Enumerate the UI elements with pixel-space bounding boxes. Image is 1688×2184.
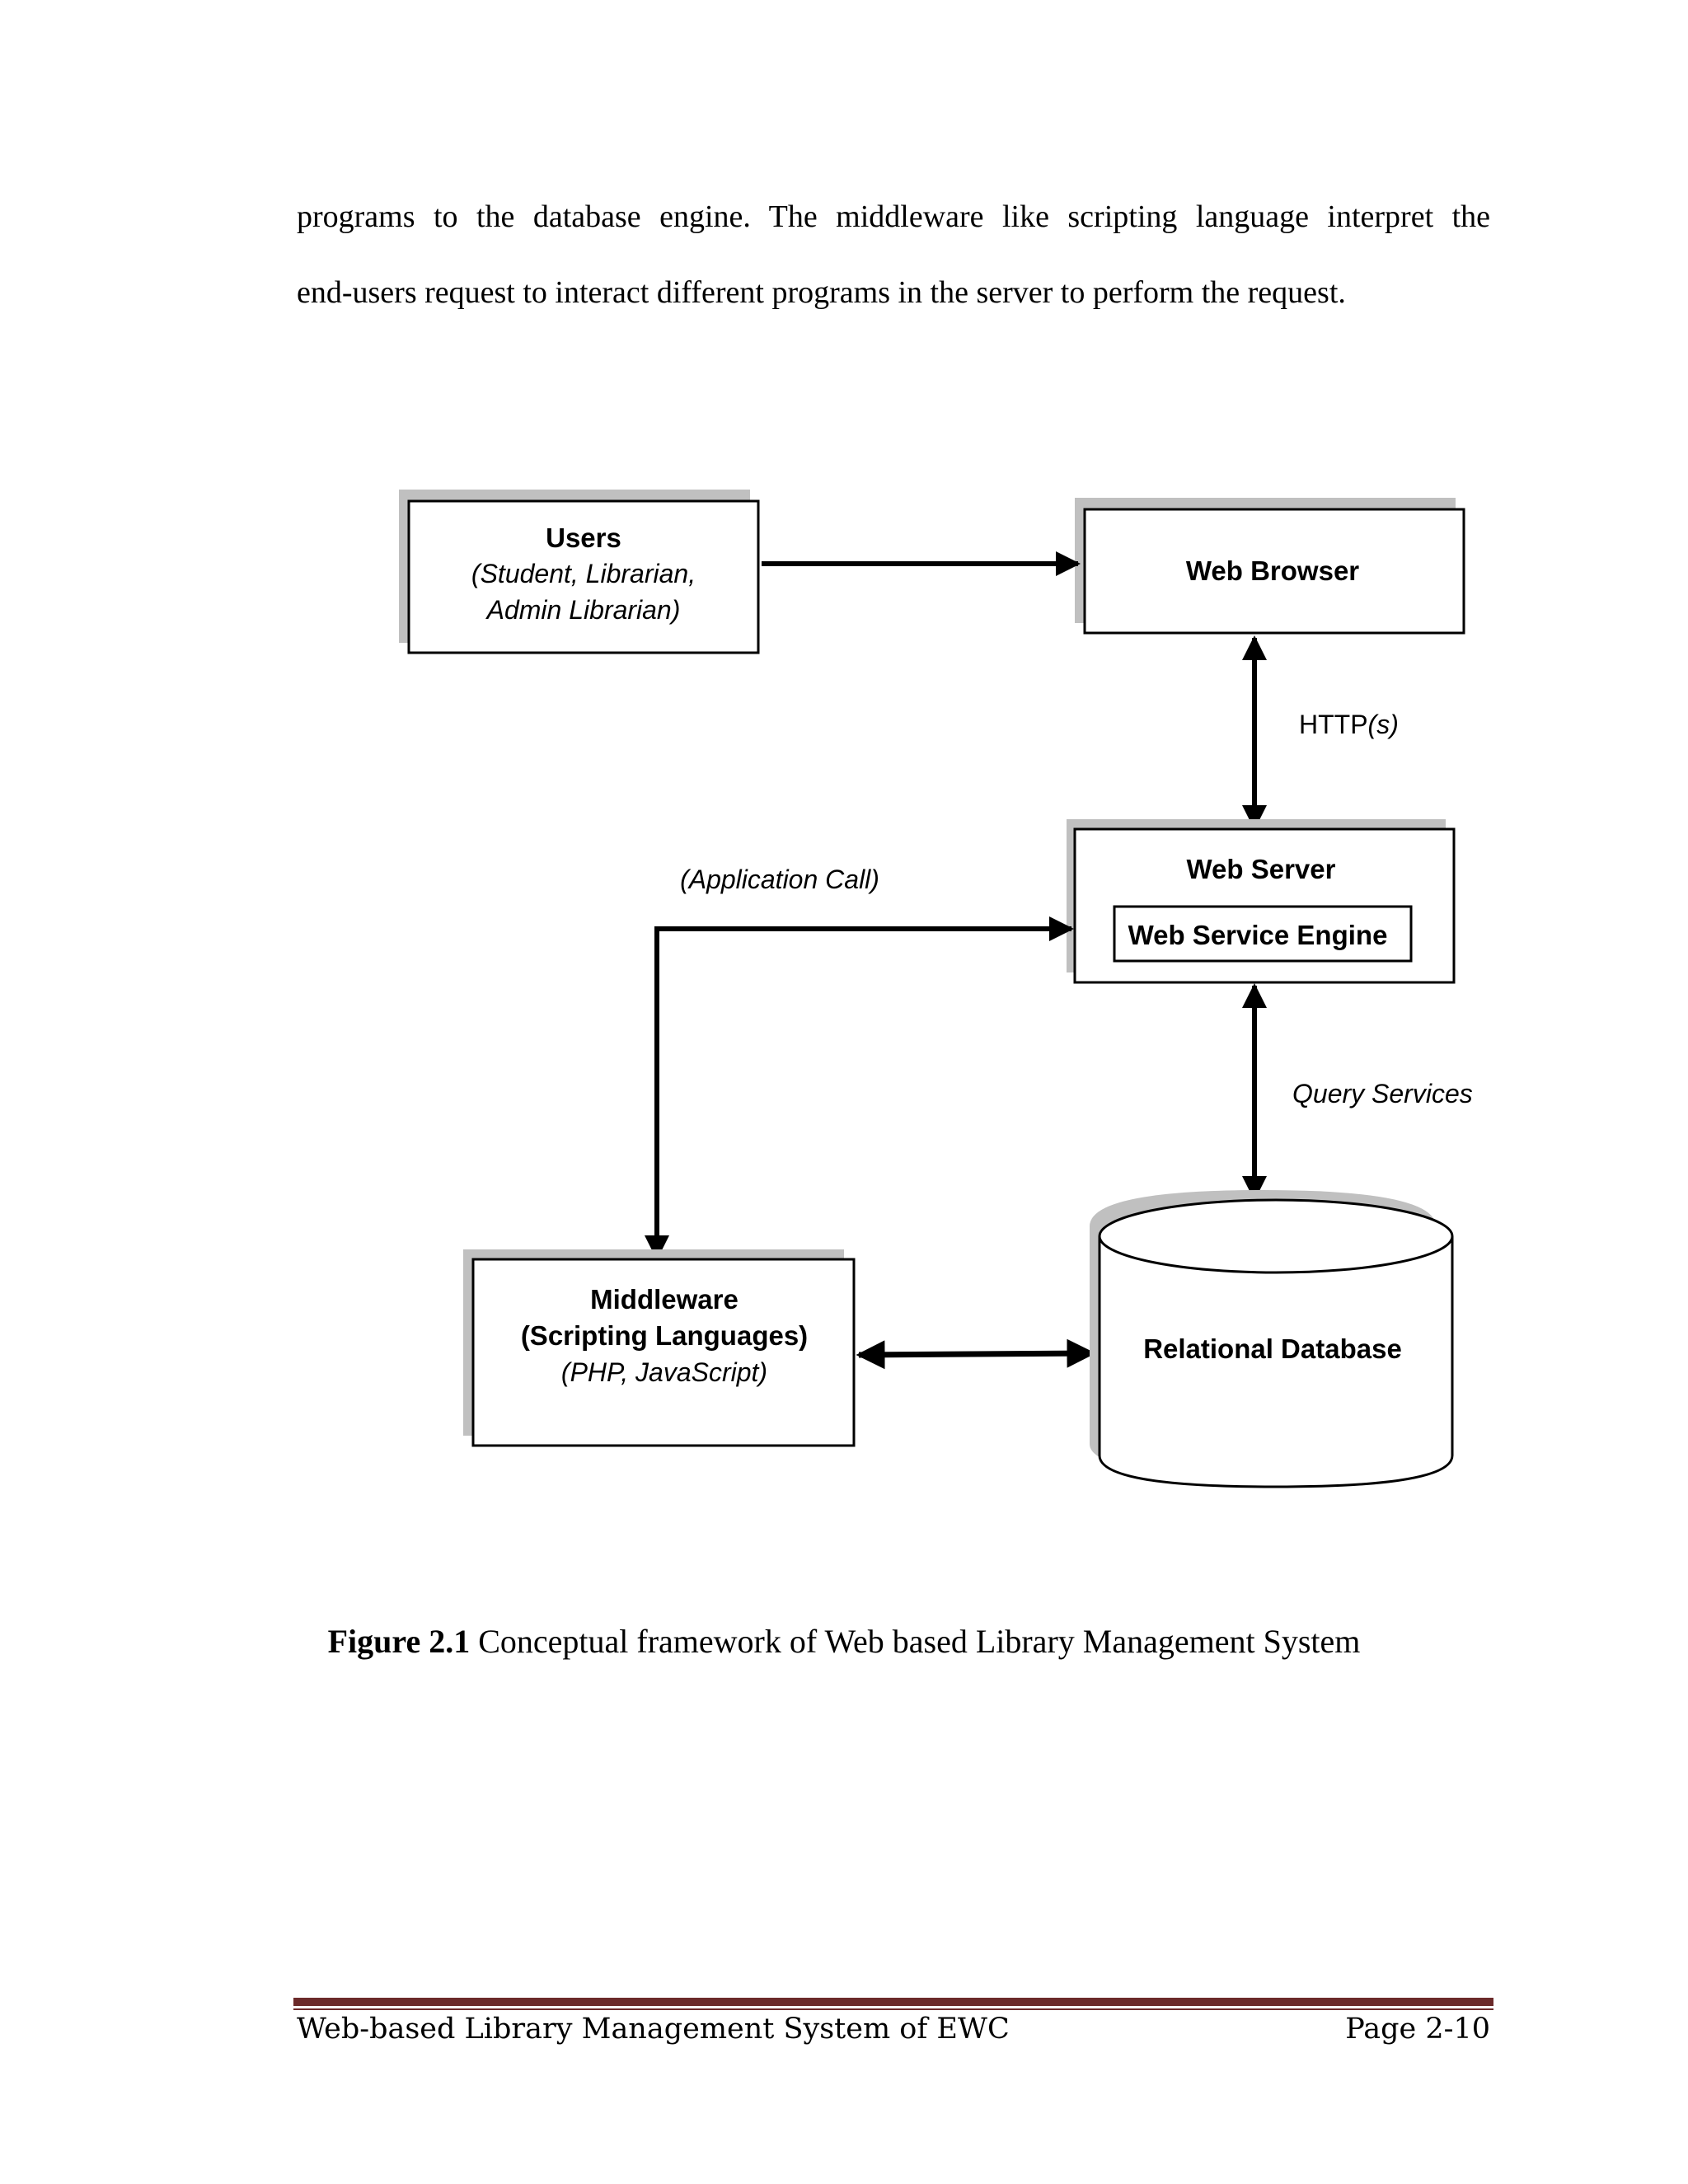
middleware-database-arrow [856,1338,1096,1370]
figure-caption-text: Conceptual framework of Web based Librar… [470,1623,1361,1660]
figure-label: Figure 2.1 [327,1623,471,1660]
web-server-box: Web Server Web Service Engine [1067,819,1456,984]
relational-database-cylinder: Relational Database [1090,1190,1454,1488]
figure-caption: Figure 2.1 Conceptual framework of Web b… [0,1622,1688,1661]
middleware-line2: (Scripting Languages) [521,1320,808,1351]
middleware-box: Middleware (Scripting Languages) (PHP, J… [463,1249,856,1447]
web-service-engine-label: Web Service Engine [1128,920,1388,950]
page-number: Page 2-10 [1345,2013,1490,2046]
paragraph-line-2: end-users request to interact different … [297,275,1346,310]
application-call-label: (Application Call) [680,865,879,894]
web-browser-box: Web Browser [1075,498,1465,635]
users-title: Users [546,523,621,553]
middleware-line3: (PHP, JavaScript) [561,1357,767,1387]
web-service-engine-box [1113,905,1413,963]
footer-rule-thick [293,1998,1493,2006]
footer-title: Web-based Library Management System of E… [297,2013,1010,2046]
query-services-label: Query Services [1292,1079,1473,1108]
web-server-label: Web Server [1187,854,1336,884]
relational-database-label: Relational Database [1143,1333,1402,1364]
web-browser-label: Web Browser [1186,555,1359,586]
paragraph-line-1: programs to the database engine. The mid… [297,199,1490,234]
users-subtitle-line2: Admin Librarian) [485,595,681,625]
http-label: HTTP(s) [1299,710,1399,739]
middleware-title: Middleware [590,1284,738,1315]
users-box: Users (Student, Librarian, Admin Librari… [399,490,760,654]
users-subtitle-line1: (Student, Librarian, [471,559,696,588]
footer-rule-thin [293,2008,1493,2010]
